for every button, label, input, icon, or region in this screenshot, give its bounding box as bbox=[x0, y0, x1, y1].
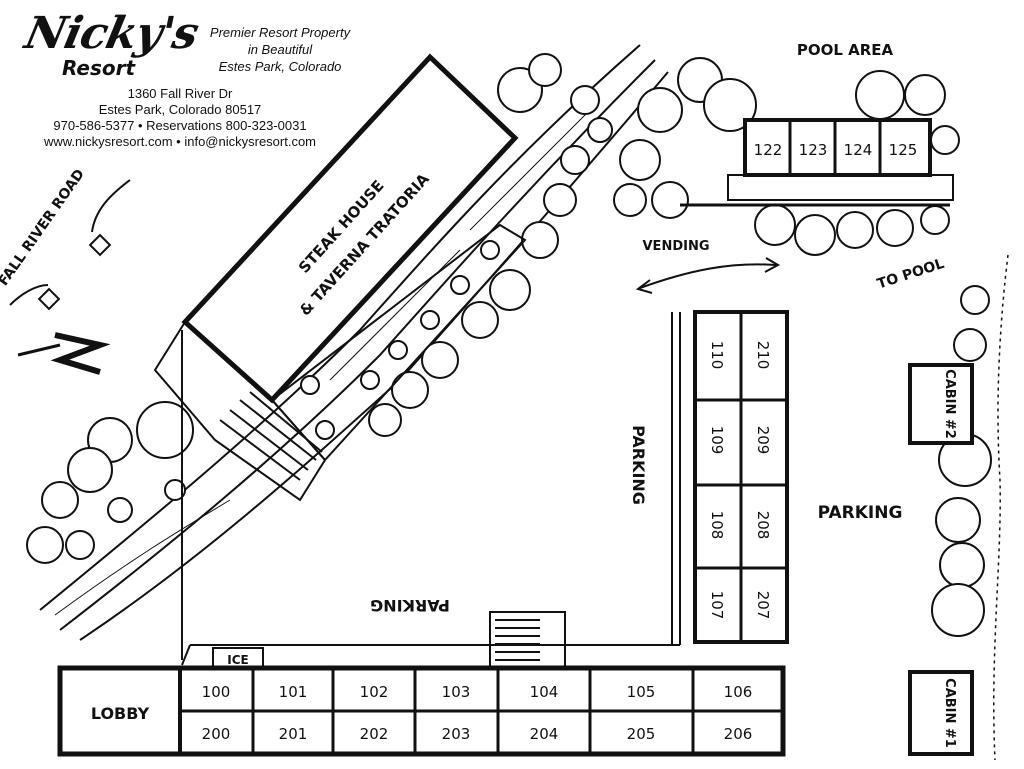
tagline-line-3: Estes Park, Colorado bbox=[218, 59, 342, 74]
vending-label: VENDING bbox=[643, 239, 710, 254]
cabin-1-label: CABIN #1 bbox=[942, 678, 957, 748]
logo-name: Nicky's bbox=[20, 8, 203, 59]
room-109: 109 bbox=[708, 426, 726, 455]
main-building: LOBBY 100 101 102 103 104 105 106 200 20… bbox=[57, 665, 786, 757]
address-line-1: 1360 Fall River Dr bbox=[127, 86, 233, 101]
room-100: 100 bbox=[202, 683, 231, 701]
pool-building: 122 123 124 125 bbox=[680, 118, 954, 207]
room-104: 104 bbox=[530, 683, 559, 701]
web-line: www.nickysresort.com • info@nickysresort… bbox=[43, 134, 317, 149]
room-101: 101 bbox=[279, 683, 308, 701]
room-205: 205 bbox=[627, 725, 656, 743]
ice-box: ICE bbox=[212, 647, 264, 669]
room-207: 207 bbox=[754, 591, 772, 620]
parking-bottom-label: PARKING bbox=[370, 596, 450, 615]
pool-area-label: POOL AREA bbox=[797, 41, 894, 59]
ice-label: ICE bbox=[227, 653, 248, 667]
room-108: 108 bbox=[708, 511, 726, 540]
fall-river-road-label: FALL RIVER ROAD bbox=[0, 166, 88, 288]
to-pool-label: TO POOL bbox=[875, 256, 946, 293]
room-203: 203 bbox=[442, 725, 471, 743]
deck bbox=[153, 223, 527, 660]
road-markers bbox=[9, 179, 131, 311]
tagline: Premier Resort Property in Beautiful Est… bbox=[180, 24, 380, 75]
lobby-label: LOBBY bbox=[91, 704, 150, 723]
patio-tables bbox=[300, 240, 500, 440]
cabin-2-label: CABIN #2 bbox=[942, 369, 957, 439]
address-line-2: Estes Park, Colorado 80517 bbox=[98, 102, 262, 117]
room-110: 110 bbox=[708, 341, 726, 370]
room-209: 209 bbox=[754, 426, 772, 455]
parking-right-label: PARKING bbox=[818, 503, 903, 523]
cabins: CABIN #2 CABIN #1 bbox=[908, 363, 974, 756]
north-arrow-icon bbox=[17, 332, 111, 375]
room-208: 208 bbox=[754, 511, 772, 540]
room-122: 122 bbox=[754, 141, 783, 159]
room-201: 201 bbox=[279, 725, 308, 743]
room-107: 107 bbox=[708, 591, 726, 620]
room-202: 202 bbox=[360, 725, 389, 743]
room-200: 200 bbox=[202, 725, 231, 743]
room-102: 102 bbox=[360, 683, 389, 701]
vending-arrow bbox=[635, 257, 781, 294]
room-123: 123 bbox=[799, 141, 828, 159]
room-124: 124 bbox=[844, 141, 873, 159]
parking-center-label: PARKING bbox=[629, 425, 648, 505]
contact-info: 1360 Fall River Dr Estes Park, Colorado … bbox=[0, 86, 360, 150]
room-204: 204 bbox=[530, 725, 559, 743]
tagline-line-1: Premier Resort Property bbox=[209, 25, 351, 40]
room-103: 103 bbox=[442, 683, 471, 701]
tagline-line-2: in Beautiful bbox=[247, 42, 313, 57]
property-edge bbox=[993, 254, 1009, 761]
logo-sub: Resort bbox=[62, 56, 136, 80]
room-210: 210 bbox=[754, 341, 772, 370]
room-105: 105 bbox=[627, 683, 656, 701]
room-206: 206 bbox=[724, 725, 753, 743]
room-125: 125 bbox=[889, 141, 918, 159]
trees bbox=[26, 53, 992, 637]
center-wing: 110 109 108 107 210 209 208 207 bbox=[671, 310, 789, 645]
phone-line: 970-586-5377 • Reservations 800-323-0031 bbox=[53, 118, 307, 133]
resort-logo: Nicky's Resort bbox=[4, 6, 203, 80]
room-106: 106 bbox=[724, 683, 753, 701]
